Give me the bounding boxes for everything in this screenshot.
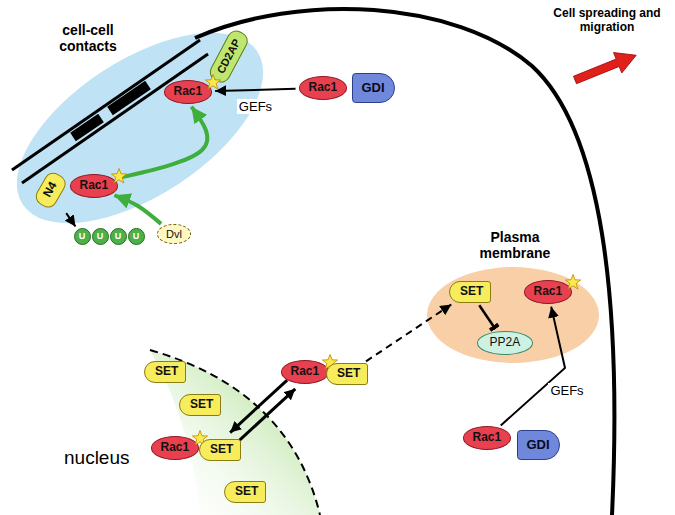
rac1-protein: Rac1 [164, 80, 213, 104]
migration-arrow [571, 45, 640, 90]
node-label: U [79, 231, 86, 241]
node-label: Rac1 [291, 364, 320, 378]
set-protein: SET [224, 481, 266, 503]
edge-label-box: GEFs [237, 99, 274, 114]
node-label: Rac1 [534, 284, 563, 298]
node-label: Rac1 [174, 84, 203, 98]
region-heading: nucleus [64, 335, 154, 469]
contact-region: cell-cell contactsCD2APRac1N4Rac1DvlUUUU [0, 8, 285, 253]
rac1-protein: Rac1 [524, 280, 573, 304]
set-protein: SET [449, 281, 491, 303]
ubiquitin: U [74, 228, 91, 245]
rac1-protein: Rac1 [463, 426, 512, 450]
gdi-protein: GDI [352, 73, 395, 104]
node-label: GDI [362, 80, 385, 95]
node-label: Rac1 [161, 440, 190, 454]
edge-label: GEFs [550, 383, 583, 398]
set-protein: SET [144, 361, 186, 383]
set-protein: SET [326, 363, 368, 385]
node-label: PP2A [490, 335, 521, 349]
node-label: Rac1 [309, 80, 338, 94]
node-label: SET [210, 442, 233, 456]
node-label: U [115, 231, 122, 241]
node-label: U [133, 231, 140, 241]
region-heading: Plasma membrane [465, 225, 565, 261]
membrane-region-shape [427, 267, 599, 363]
node-label: Rac1 [80, 178, 109, 192]
membrane-region: Plasma membraneSET Rac1PP2A [425, 225, 610, 365]
rac1-protein: Rac1 [299, 76, 348, 100]
contact-region-shape [0, 0, 294, 261]
set-protein: SET [199, 439, 241, 461]
dvl-protein: Dvl [157, 224, 191, 245]
gdi-protein: GDI [517, 430, 560, 461]
junction [12, 40, 208, 183]
ubiquitin: U [128, 228, 145, 245]
node-label: SET [337, 366, 360, 380]
node-label: GDI [527, 437, 550, 452]
set-protein: SET [179, 394, 221, 416]
ubiquitin: U [110, 228, 127, 245]
pp2a-protein: PP2A [477, 331, 534, 355]
node-label: U [97, 231, 104, 241]
nucleus-shading [150, 350, 320, 515]
rac1-protein: Rac1 [151, 436, 200, 460]
outcome-label: Cell spreading and migration [553, 6, 660, 34]
ubiquitin: U [92, 228, 109, 245]
rac1-protein: Rac1 [70, 174, 119, 198]
node-label: N4 [39, 179, 59, 199]
outcome-label-box: Cell spreading and migration [545, 6, 669, 35]
node-label: SET [460, 284, 483, 298]
active-star [565, 274, 581, 290]
active-star [205, 74, 221, 90]
active-star [111, 168, 127, 184]
nuclear-envelope [150, 350, 320, 515]
cell-membrane [195, 9, 614, 515]
node-label: Rac1 [473, 430, 502, 444]
rac1-protein: Rac1 [281, 360, 330, 384]
node-label: Dvl [166, 228, 182, 240]
region-heading: cell-cell contacts [42, 8, 134, 54]
edge-label: GEFs [239, 99, 272, 114]
edge-label-box: GEFs [548, 383, 585, 398]
node-label: SET [190, 397, 213, 411]
node-label: SET [235, 484, 258, 498]
node-label: SET [155, 364, 178, 378]
